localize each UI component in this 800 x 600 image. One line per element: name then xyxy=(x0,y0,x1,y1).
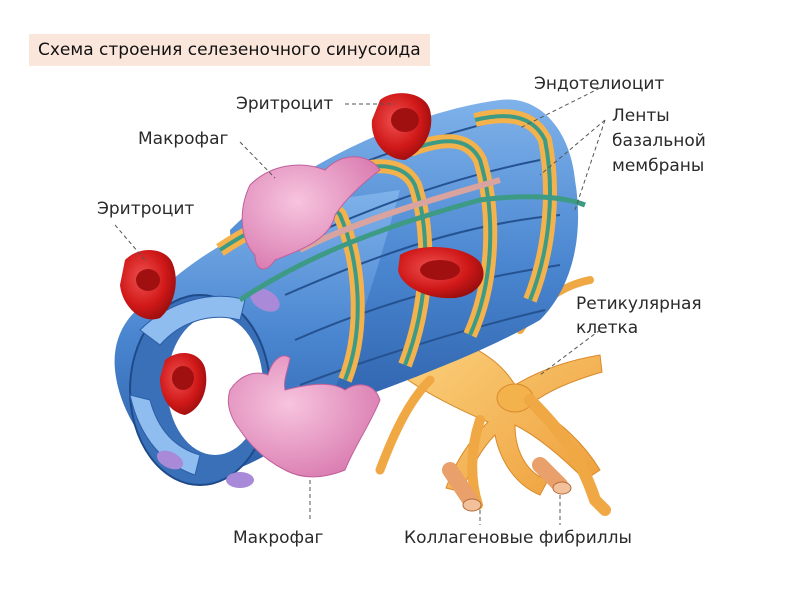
label-macrophage-top: Макрофаг xyxy=(138,129,229,149)
diagram-title: Схема строения селезеночного синусоида xyxy=(38,40,421,60)
label-basal-membrane-3: мембраны xyxy=(612,156,705,176)
leader-lines xyxy=(114,87,606,525)
collagen-fibrils xyxy=(442,457,572,512)
label-basal-membrane-1: Ленты xyxy=(612,106,670,126)
label-erythrocyte-left: Эритроцит xyxy=(97,199,195,219)
label-erythrocyte-top: Эритроцит xyxy=(236,94,334,114)
label-endotheliocyte: Эндотелиоцит xyxy=(534,74,665,94)
label-basal-membrane-2: базальной xyxy=(612,131,706,151)
erythrocytes xyxy=(120,93,484,415)
label-reticular-cell-1: Ретикулярная xyxy=(576,294,702,314)
title-box: Схема строения селезеночного синусоида xyxy=(29,34,430,66)
label-macrophage-bottom: Макрофаг xyxy=(233,528,324,548)
label-collagen-fibrils: Коллагеновые фибриллы xyxy=(404,528,632,548)
macrophages xyxy=(227,156,381,478)
label-reticular-cell-2: клетка xyxy=(576,318,639,338)
